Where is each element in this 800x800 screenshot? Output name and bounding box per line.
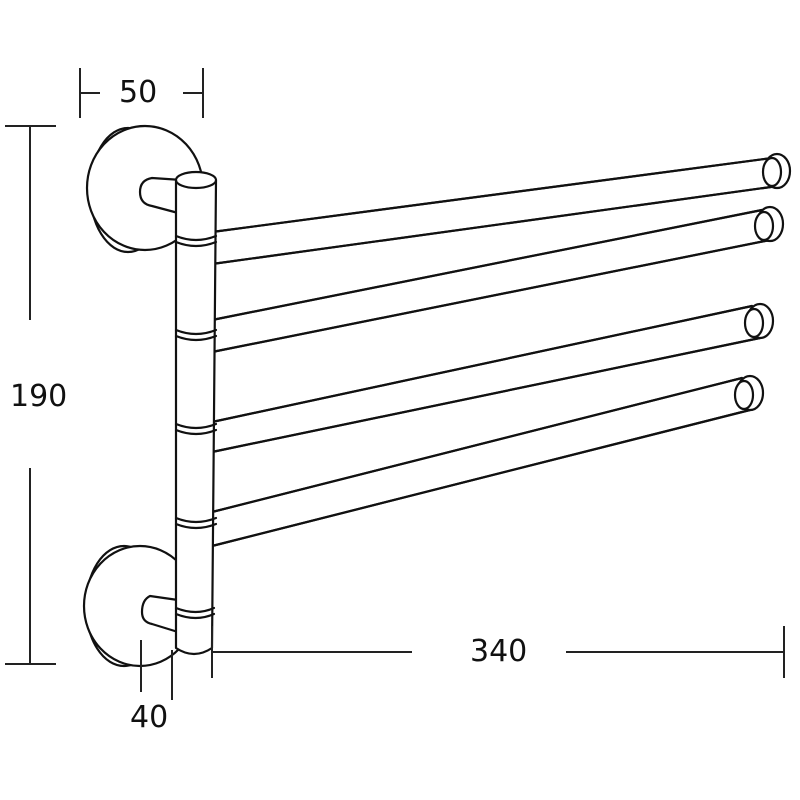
arm-4	[210, 374, 765, 548]
vertical-post	[174, 170, 218, 656]
dimension-width-top	[79, 68, 204, 118]
arm-1	[210, 152, 792, 266]
dimension-label-width-top: 50	[119, 75, 158, 110]
dimension-label-height: 190	[10, 379, 68, 414]
dimension-length	[211, 626, 785, 678]
dimension-label-depth-bottom: 40	[130, 700, 169, 735]
dimension-label-length: 340	[470, 634, 528, 669]
dimension-depth-bottom	[140, 640, 173, 700]
arm-2	[210, 205, 785, 354]
dimension-height	[5, 125, 56, 665]
